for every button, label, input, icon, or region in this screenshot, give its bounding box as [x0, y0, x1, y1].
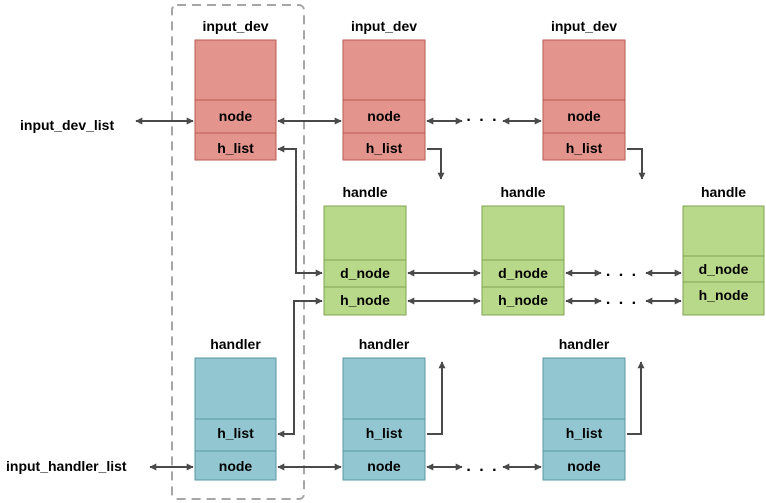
handler-box-1: handler h_list node	[194, 336, 277, 481]
handler-box-3: handler h_list node	[542, 336, 626, 481]
handler-title: handler	[359, 336, 410, 352]
handler-node-label: node	[219, 458, 253, 474]
handler-node-label: node	[567, 458, 601, 474]
handler-h-list-label: h_list	[566, 425, 603, 441]
input-dev-box-3: input_dev node h_list	[542, 18, 626, 161]
input-dev-node-label: node	[367, 108, 401, 124]
handle-box-2: handle d_node h_node	[481, 184, 565, 316]
handler-hlist-stub-arrow	[627, 361, 645, 435]
input-handler-list-label: input_handler_list	[6, 458, 127, 474]
handle-h-node-ellipsis: . . .	[606, 291, 638, 308]
input-dev-h-list-label: h_list	[566, 140, 603, 156]
input-dev-title: input_dev	[551, 18, 617, 34]
input-dev-node-label: node	[567, 108, 601, 124]
handle-d-node-ellipsis: . . .	[606, 263, 638, 280]
dev-hlist-stub-arrow	[627, 148, 646, 180]
handle-d-node-label: d_node	[340, 265, 390, 281]
input-dev-title: input_dev	[202, 18, 268, 34]
input-dev-h-list-label: h_list	[217, 140, 254, 156]
handle-box-3: handle d_node h_node	[682, 184, 765, 316]
handle-h-node-label: h_node	[699, 287, 749, 303]
handler-h-list-label: h_list	[217, 425, 254, 441]
input-dev-ellipsis: . . .	[466, 108, 498, 125]
handle-title: handle	[701, 184, 746, 200]
input-dev-box-1: input_dev node h_list	[194, 18, 277, 161]
handle-title: handle	[500, 184, 545, 200]
handle-to-handler-hlist-arrow	[277, 297, 323, 438]
handle-h-node-label: h_node	[498, 292, 548, 308]
handler-ellipsis: . . .	[466, 458, 498, 475]
input-dev-node-label: node	[219, 108, 253, 124]
input-dev-list-label: input_dev_list	[20, 117, 114, 133]
handle-box-1: handle d_node h_node	[323, 184, 407, 316]
first-column-dashed-frame	[171, 4, 305, 500]
handler-box-2: handler h_list node	[342, 336, 426, 481]
input-dev-h-list-label: h_list	[366, 140, 403, 156]
link-arrows	[135, 117, 682, 471]
input-dev-box-2: input_dev node h_list	[342, 18, 426, 161]
handle-d-node-label: d_node	[498, 265, 548, 281]
dev-hlist-to-handle-arrow	[277, 145, 323, 277]
handle-d-node-label: d_node	[699, 261, 749, 277]
handler-h-list-label: h_list	[366, 425, 403, 441]
dev-hlist-stub-arrow	[427, 148, 445, 180]
handle-title: handle	[342, 184, 387, 200]
handler-node-label: node	[367, 458, 401, 474]
handler-hlist-stub-arrow	[427, 361, 446, 435]
handle-h-node-label: h_node	[340, 292, 390, 308]
handler-title: handler	[559, 336, 610, 352]
input-dev-title: input_dev	[351, 18, 417, 34]
handler-title: handler	[210, 336, 261, 352]
